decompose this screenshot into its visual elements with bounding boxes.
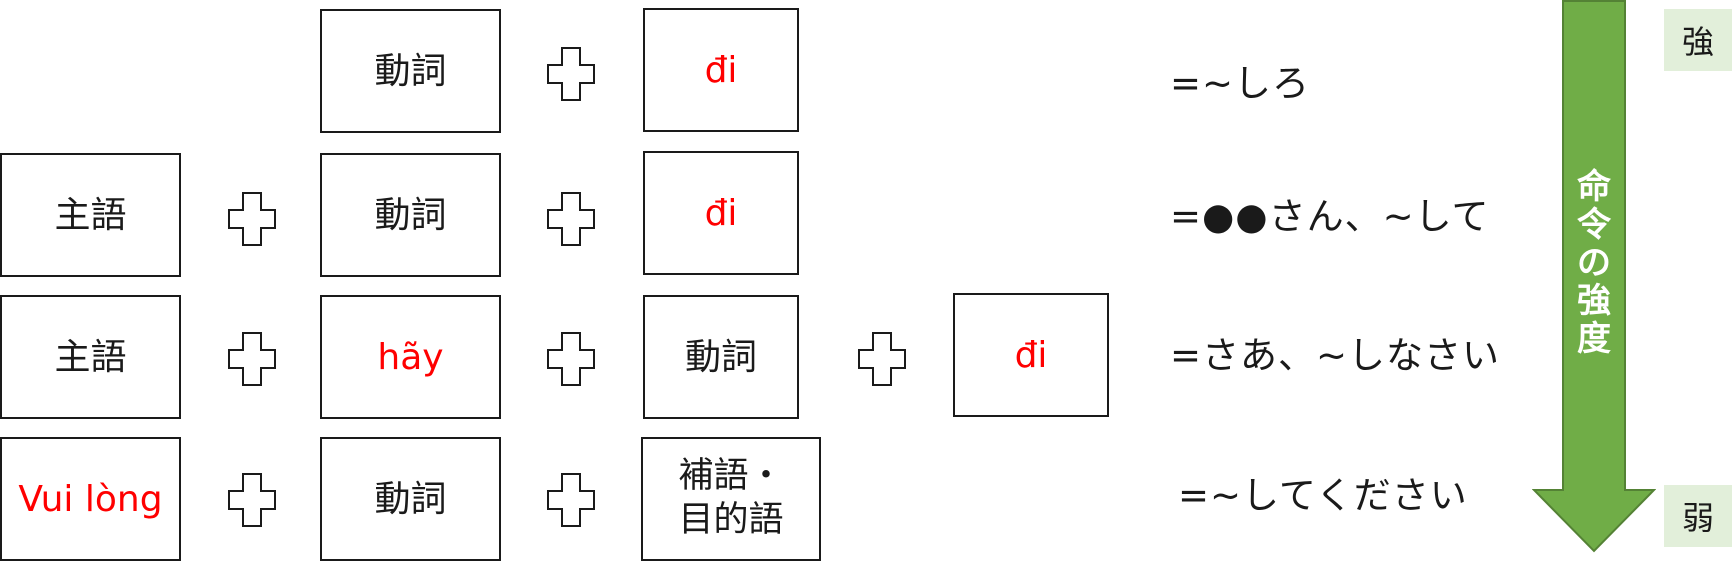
di-particle-box: đi: [643, 151, 799, 275]
subject-box: 主語: [0, 153, 181, 277]
japanese-equivalent: =●●さん、~して: [1170, 195, 1490, 238]
plus-icon: [227, 331, 277, 387]
verb-box: 動詞: [320, 153, 501, 277]
japanese-equivalent: =~しろ: [1170, 62, 1311, 105]
plus-icon: [227, 472, 277, 528]
verb-box: 動詞: [643, 295, 799, 419]
hay-particle-box: hãy: [320, 295, 501, 419]
plus-icon: [227, 191, 277, 247]
plus-icon: [546, 472, 596, 528]
plus-icon: [546, 191, 596, 247]
complement-object-box: 補語・ 目的語: [641, 437, 821, 561]
strong-label: 強: [1664, 9, 1732, 71]
japanese-equivalent: =~してください: [1178, 474, 1468, 517]
plus-icon: [857, 331, 907, 387]
vui-long-box: Vui lòng: [0, 437, 181, 561]
di-particle-box: đi: [953, 293, 1109, 417]
subject-box: 主語: [0, 295, 181, 419]
weak-label: 弱: [1664, 485, 1732, 547]
plus-icon: [546, 331, 596, 387]
down-arrow-icon: [1531, 0, 1657, 553]
di-particle-box: đi: [643, 8, 799, 132]
command-strength-label: 命 令 の 強 度: [1577, 167, 1611, 359]
japanese-equivalent: =さあ、~しなさい: [1170, 334, 1501, 377]
verb-box: 動詞: [320, 9, 501, 133]
verb-box: 動詞: [320, 437, 501, 561]
plus-icon: [546, 46, 596, 102]
